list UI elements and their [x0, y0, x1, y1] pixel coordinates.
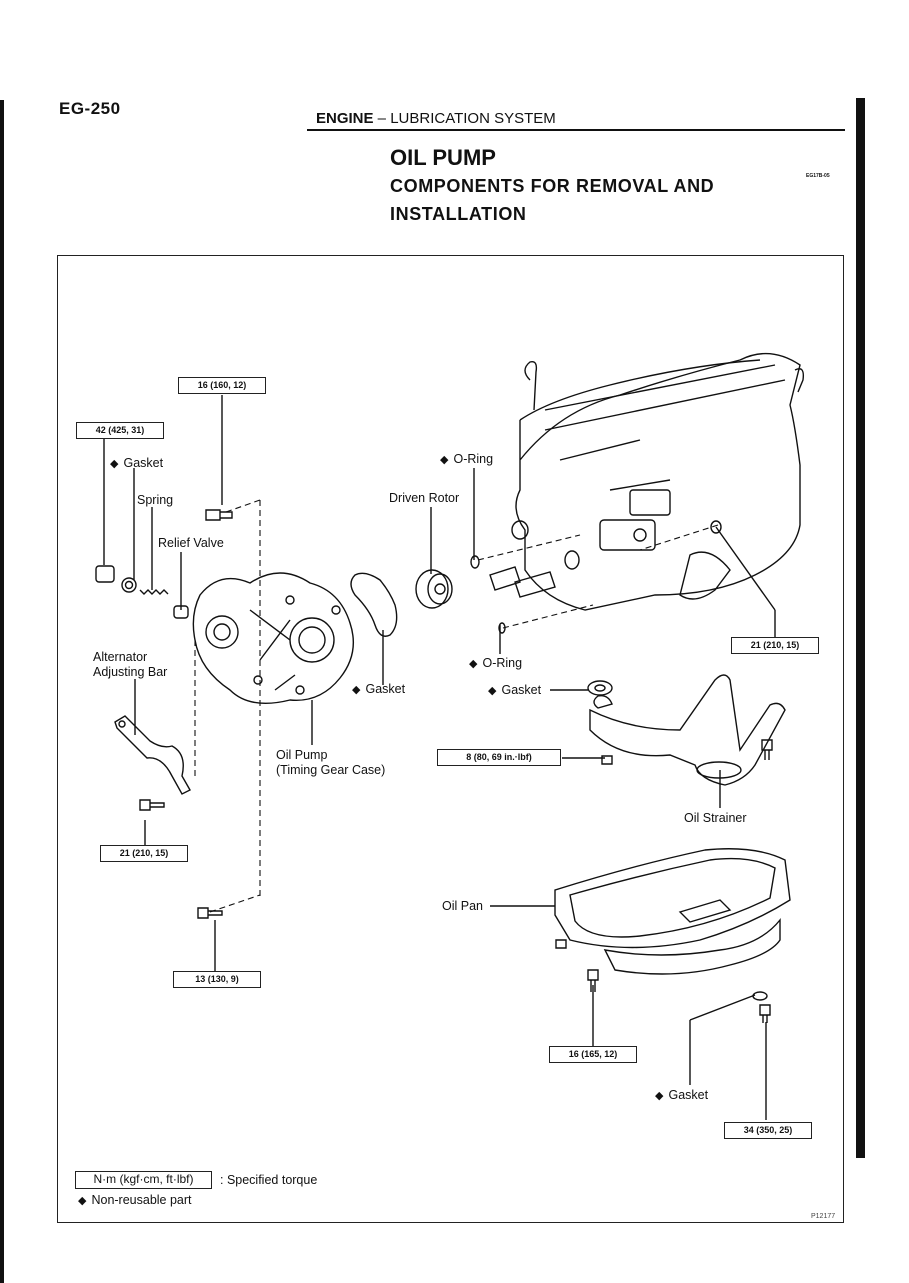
torque-spec-adjusting-bar-bolt: 21 (210, 15) — [100, 845, 188, 862]
legend-torque-description: : Specified torque — [220, 1173, 318, 1187]
torque-spec-relief-plug: 42 (425, 31) — [76, 422, 164, 439]
page-subtitle-line2: INSTALLATION — [390, 204, 527, 224]
page-title: OIL PUMP — [390, 145, 496, 170]
label-oil-strainer: Oil Strainer — [684, 811, 747, 825]
label-oil-pump-line1: Oil Pump — [276, 748, 328, 762]
label-gasket-strainer: ◆Gasket — [488, 683, 542, 697]
label-spring: Spring — [137, 493, 174, 507]
label-driven-rotor: Driven Rotor — [389, 491, 460, 505]
page-edge-bar-left — [0, 100, 4, 1283]
non-reusable-icon: ◆ — [110, 458, 119, 470]
legend-non-reusable: ◆Non-reusable part — [78, 1193, 192, 1207]
torque-spec-pump-bolt: 16 (160, 12) — [178, 377, 266, 394]
torque-spec-pan-bolt: 16 (165, 12) — [549, 1046, 637, 1063]
diagram-frame — [57, 255, 844, 1223]
label-alternator-line1: Alternator — [93, 650, 148, 664]
non-reusable-icon: ◆ — [488, 685, 497, 697]
label-gasket-drain: ◆Gasket — [655, 1088, 709, 1102]
non-reusable-icon: ◆ — [78, 1195, 87, 1207]
non-reusable-icon: ◆ — [469, 658, 478, 670]
label-oil-pan: Oil Pan — [442, 899, 483, 913]
header-rule — [307, 129, 845, 131]
torque-spec-block-plug: 21 (210, 15) — [731, 637, 819, 654]
non-reusable-icon: ◆ — [352, 684, 361, 696]
section-heading: ENGINE – LUBRICATION SYSTEM — [316, 110, 556, 127]
label-alternator-line2: Adjusting Bar — [93, 665, 168, 679]
label-oil-pump-line2: (Timing Gear Case) — [276, 763, 386, 777]
section-heading-bold: ENGINE — [316, 110, 374, 127]
label-relief-valve: Relief Valve — [158, 536, 224, 550]
document-code: EG17B-05 — [806, 173, 830, 179]
page-number: EG-250 — [59, 99, 121, 118]
torque-spec-drain-plug: 34 (350, 25) — [724, 1122, 812, 1139]
legend-torque-unit: N·m (kgf·cm, ft·lbf) — [75, 1171, 212, 1189]
label-gasket-relief: ◆Gasket — [110, 456, 164, 470]
label-o-ring-top: ◆O-Ring — [440, 452, 494, 466]
torque-spec-case-bolt: 13 (130, 9) — [173, 971, 261, 988]
label-gasket-pump: ◆Gasket — [352, 682, 406, 696]
section-heading-rest: – LUBRICATION SYSTEM — [373, 110, 556, 127]
non-reusable-icon: ◆ — [440, 454, 449, 466]
torque-spec-strainer-nut: 8 (80, 69 in.·lbf) — [437, 749, 561, 766]
label-o-ring-bottom: ◆O-Ring — [469, 656, 523, 670]
page-subtitle-line1: COMPONENTS FOR REMOVAL AND — [390, 176, 715, 196]
non-reusable-icon: ◆ — [655, 1090, 664, 1102]
figure-id: P12177 — [811, 1213, 836, 1220]
page-edge-bar-right — [856, 98, 865, 1158]
